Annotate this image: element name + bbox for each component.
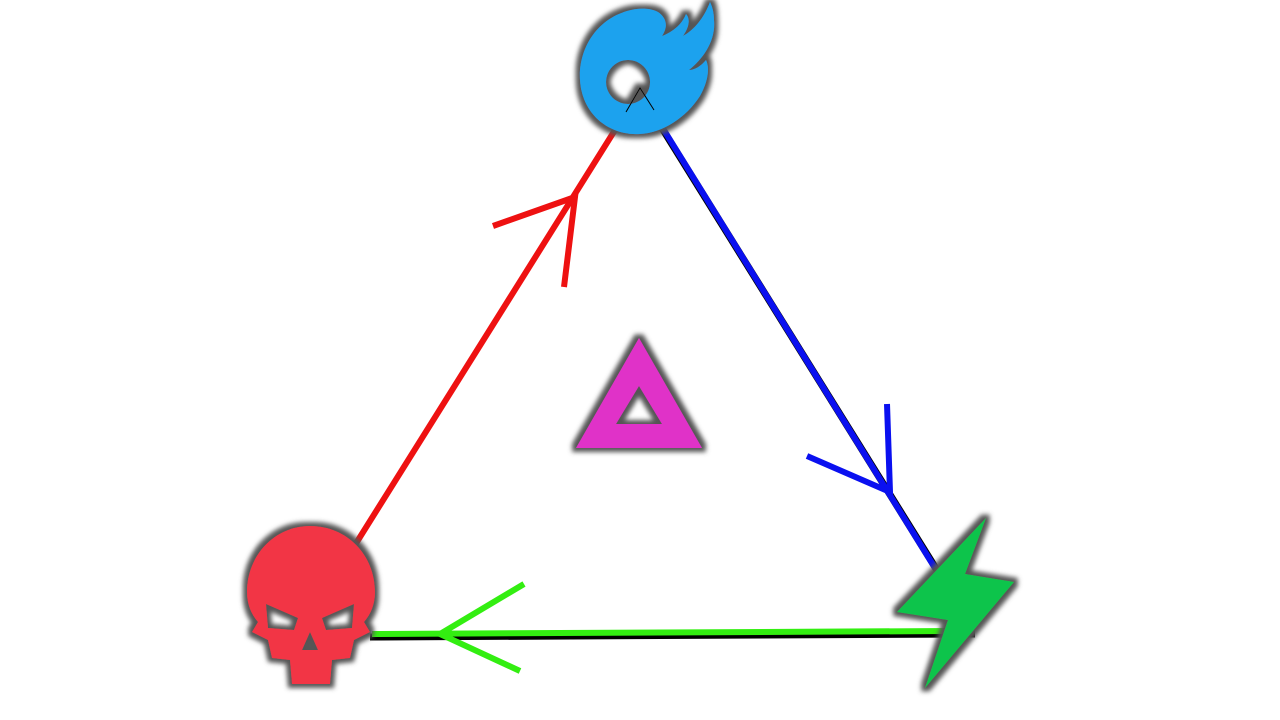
arrowhead-green [433,581,526,674]
arrowhead-blue [805,403,894,497]
arrow-line-blue [659,125,938,570]
triangle-icon [576,338,702,448]
arrow-skull-to-fire [352,127,618,548]
arrow-fire-to-lightning [659,125,938,570]
arrowhead-red [491,192,579,288]
skull-icon [247,526,375,684]
base-edge-lightning-skull [369,630,976,641]
lightning-icon [897,518,1014,688]
small-triangle-marker [625,87,655,113]
arrow-line-red [352,127,618,548]
arrow-line-green [371,628,951,637]
arrow-lightning-to-skull [371,581,951,674]
fire-icon [579,2,715,135]
